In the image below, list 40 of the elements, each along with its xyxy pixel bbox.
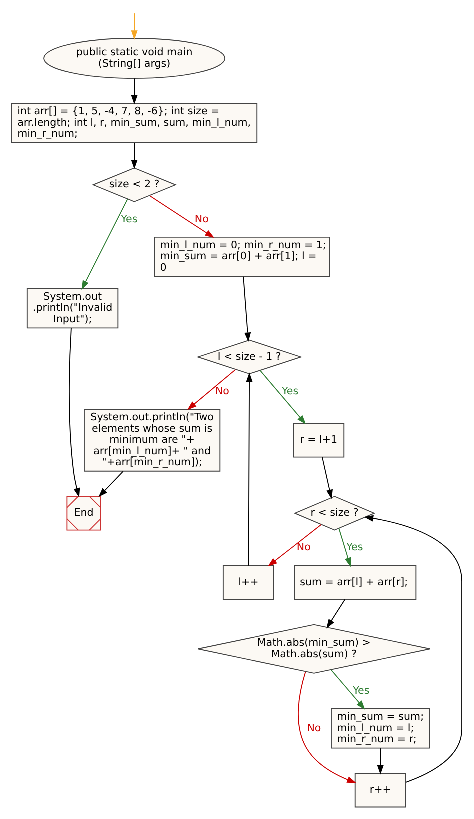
node-diamond: l < size - 1 ?	[196, 339, 303, 374]
edge-label: Yes	[282, 384, 299, 397]
edge-label: No	[307, 722, 322, 734]
arrow	[69, 327, 80, 498]
node-box: min_sum = sum; min_l_num = l; min_r_num = r;	[331, 708, 430, 748]
arrow	[131, 12, 138, 40]
arrow	[338, 528, 352, 567]
edge-label: No	[216, 384, 230, 397]
arrow	[131, 142, 138, 169]
arrow	[330, 669, 366, 710]
arrow	[131, 78, 138, 104]
node-box: System.out.println("Two elements whose sum is minimum are "+ arr[min_l_num]+ " and "+arr[min_r_num]);	[84, 408, 221, 472]
node-box: l++	[222, 564, 274, 600]
arrow	[150, 195, 215, 238]
arrow	[260, 370, 306, 424]
arrow	[187, 368, 236, 410]
arrow	[243, 276, 252, 342]
arrow	[82, 198, 128, 290]
arrow	[364, 514, 462, 782]
edge-label: Yes	[346, 541, 364, 554]
arrow	[326, 598, 346, 628]
edge-label: No	[296, 541, 311, 554]
edge-label: No	[194, 212, 209, 225]
arrow	[322, 456, 333, 499]
node-diamond: Math.abs(min_sum) > Math.abs(sum) ?	[198, 624, 431, 674]
arrow	[98, 470, 124, 497]
node-box: r = l+1	[293, 422, 345, 458]
edge-label: Yes	[353, 684, 370, 696]
node-diamond: size < 2 ?	[92, 167, 177, 202]
arrow	[298, 671, 357, 783]
arrow	[377, 748, 384, 774]
node-ellipse: public static void main (String[] args)	[44, 38, 226, 79]
node-box: r++	[354, 772, 406, 808]
node-box: System.out .println("Invalid Input");	[26, 288, 119, 328]
node-box: int arr[] = {1, 5, -4, 7, 8, -6}; int size = arr.length; int l, r, min_sum, sum, min_l_num, min_r_num;	[12, 102, 258, 143]
edge-label: Yes	[121, 212, 138, 225]
node-box: sum = arr[l] + arr[r];	[294, 564, 417, 600]
node-box: min_l_num = 0; min_r_num = 1; min_sum = arr[0] + arr[1]; l = 0	[154, 236, 330, 277]
arrow	[246, 372, 253, 566]
arrow	[268, 524, 322, 566]
